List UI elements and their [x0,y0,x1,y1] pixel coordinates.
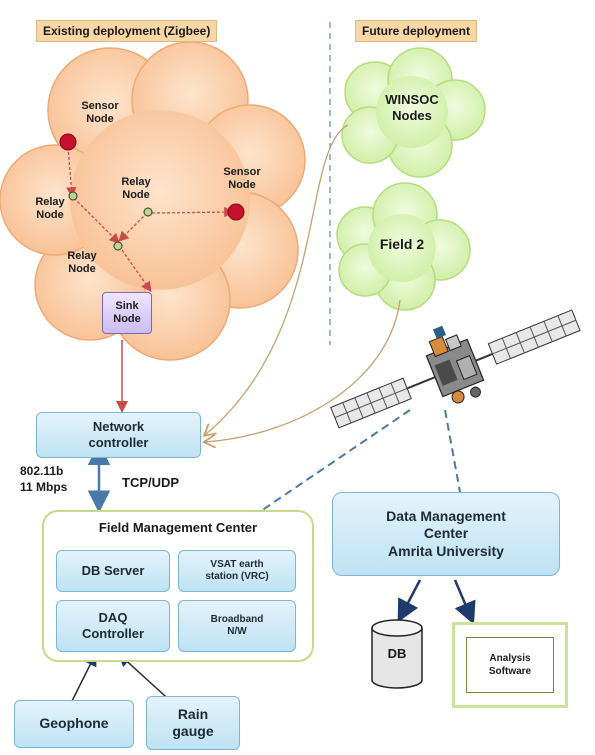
existing-deployment-label: Existing deployment (Zigbee) [36,20,218,42]
sensor-node-1 [59,133,77,151]
relay-node-2 [143,207,153,217]
network-controller-box: Network controller [36,412,201,458]
field2-label: Field 2 [379,236,425,252]
db-cylinder-icon [371,619,423,689]
sensor-node-label: Sensor Node [81,100,119,126]
analysis-software-box: Analysis Software [452,622,568,708]
wsn-links [66,146,235,293]
vsat-box: VSAT earth station (VRC) [178,550,296,592]
relay-node-label: Relay Node [67,250,97,276]
geophone-box: Geophone [14,700,134,748]
dmc-satellite-link [444,409,461,493]
satellite-icon [330,309,581,429]
db-server-box: DB Server [56,550,170,592]
winsoc-cloud [341,47,486,178]
daq-controller-box: DAQ Controller [56,600,170,652]
protocol-label: TCP/UDP [122,475,180,490]
relay-node-1 [68,191,78,201]
broadband-box: Broadband N/W [178,600,296,652]
field2-cloud [336,182,471,311]
data-management-center-box: Data Management Center Amrita University [332,492,560,576]
sensor-node-2 [227,203,245,221]
db-label: DB [387,646,407,661]
field2-link [205,299,401,442]
winsoc-nodes-label: WINSOC Nodes [385,92,439,124]
future-deployment-label: Future deployment [355,20,478,42]
rain-gauge-box: Rain gauge [146,696,240,750]
fmc-title: Field Management Center [98,520,258,535]
relay-node-3 [113,241,123,251]
relay-node-label: Relay Node [35,196,65,222]
sensor-node-label: Sensor Node [223,166,261,192]
wifi-link-label: 802.11b 11 Mbps [20,464,68,494]
sink-node: Sink Node [102,292,152,334]
fmc-satellite-link [254,409,411,516]
geophone-link [69,652,97,706]
winsoc-link [205,124,349,435]
relay-node-label: Relay Node [121,176,151,202]
dmc-to-db-link [397,579,422,623]
dmc-to-analysis-link [453,579,476,625]
analysis-software-label: Analysis Software [466,637,554,693]
